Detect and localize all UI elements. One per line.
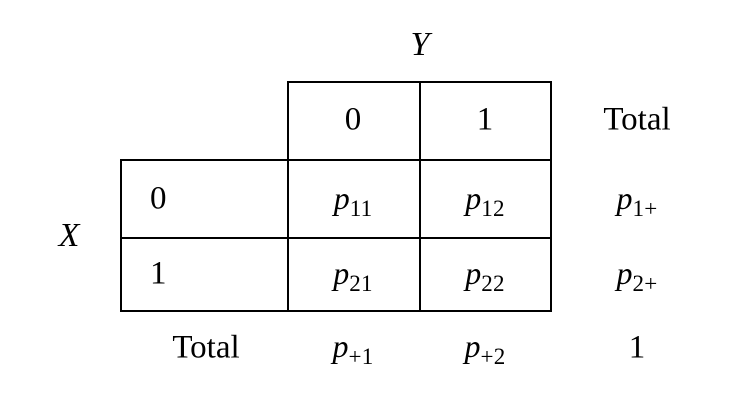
body-rowheader-divider xyxy=(287,159,289,312)
cell-p22: p22 xyxy=(465,257,504,295)
column-total-pplus1: p+1 xyxy=(333,330,374,368)
body-column-divider xyxy=(419,159,421,312)
header-box-right-border xyxy=(550,81,552,160)
row-variable-label-x: X xyxy=(58,217,80,254)
cell-p11-subscript: 11 xyxy=(349,195,373,222)
column-total-pplus1-subscript: +1 xyxy=(348,343,374,370)
body-box-left-border xyxy=(120,159,122,312)
column-total-pplus2: p+2 xyxy=(465,330,506,368)
column-total-pplus2-base: p xyxy=(464,327,481,364)
cell-p21-base: p xyxy=(333,254,350,291)
row-total-p2plus: p2+ xyxy=(617,257,658,295)
body-box-bottom-border xyxy=(120,310,552,312)
row-header-0: 0 xyxy=(150,180,167,217)
header-box-left-border xyxy=(287,81,289,160)
cell-p21: p21 xyxy=(333,257,372,295)
cell-p22-subscript: 22 xyxy=(481,270,505,297)
total-column-header: Total xyxy=(603,101,671,138)
body-box-top-border xyxy=(120,159,552,161)
column-variable-label-y: Y xyxy=(410,26,430,63)
cell-p11-base: p xyxy=(333,179,350,216)
row-header-1: 1 xyxy=(150,255,167,292)
row-total-p1plus: p1+ xyxy=(617,182,658,220)
cell-p11: p11 xyxy=(334,182,373,220)
total-row-header: Total xyxy=(172,329,240,366)
column-header-0: 0 xyxy=(344,101,362,138)
row-total-p2plus-base: p xyxy=(616,254,633,291)
row-total-p1plus-base: p xyxy=(616,179,633,216)
cell-p12-base: p xyxy=(465,179,482,216)
row-total-p2plus-subscript: 2+ xyxy=(632,270,658,297)
header-column-divider xyxy=(419,81,421,160)
cell-p22-base: p xyxy=(465,254,482,291)
row-total-p1plus-subscript: 1+ xyxy=(632,195,658,222)
cell-p12-subscript: 12 xyxy=(481,195,505,222)
grand-total: 1 xyxy=(628,329,646,366)
column-header-1: 1 xyxy=(476,101,494,138)
body-box-right-border xyxy=(550,159,552,312)
cell-p12: p12 xyxy=(465,182,504,220)
body-row-divider xyxy=(120,237,552,239)
column-total-pplus2-subscript: +2 xyxy=(480,343,506,370)
cell-p21-subscript: 21 xyxy=(349,270,373,297)
column-total-pplus1-base: p xyxy=(332,327,349,364)
